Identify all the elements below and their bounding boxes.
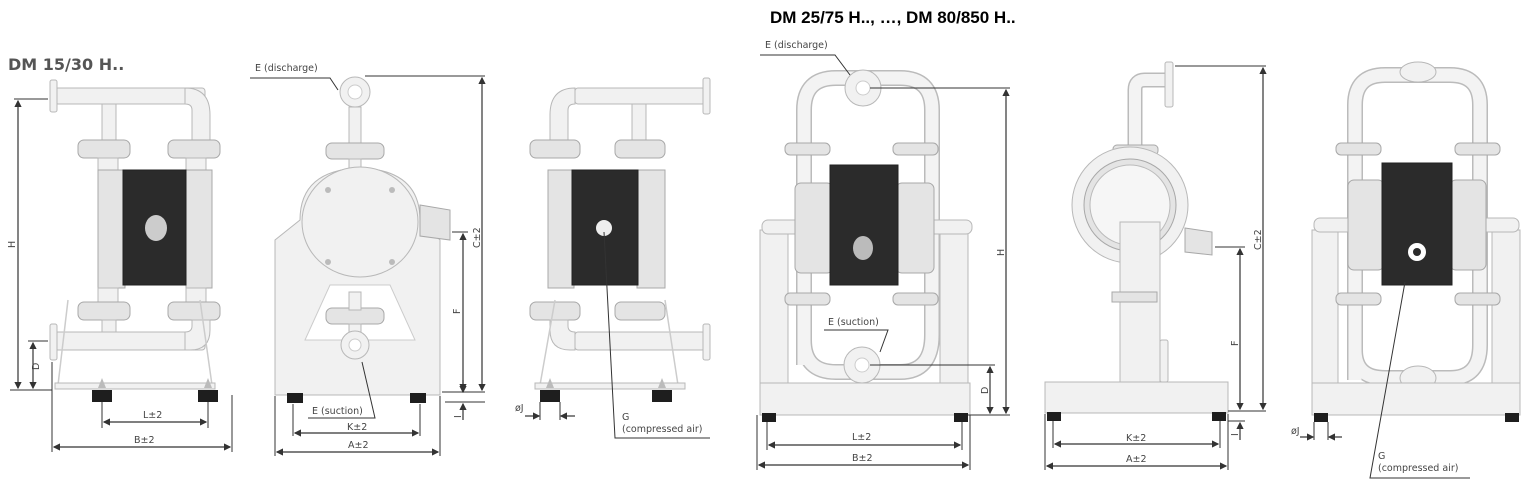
top-elbow: [184, 87, 211, 141]
small-side-dimensions: E (discharge) C±2 F I E (suction) K±2 A±…: [250, 63, 486, 456]
foot: [198, 390, 218, 402]
callout-discharge: E (discharge): [255, 63, 318, 74]
air-chamber: [122, 169, 187, 286]
large-front-dimensions: E (discharge) H E (suction) D L±2 B±2: [756, 40, 1010, 470]
top-pipe: [54, 87, 206, 105]
discharge-flange: [1164, 61, 1174, 108]
large-side-dimensions: C±2 F I K±2 A±2: [1044, 65, 1267, 470]
dim-a-label: A±2: [348, 440, 369, 451]
callout-g: G: [1378, 451, 1385, 462]
top-stub: [101, 103, 117, 145]
dim-l-label: L±2: [852, 432, 871, 443]
air-port: [145, 215, 167, 241]
small-pump-front-view: [49, 79, 221, 402]
dim-h-label: H: [7, 241, 18, 248]
air-port: [853, 236, 873, 260]
compressed-air-port: [596, 220, 612, 236]
dim-d-label: D: [980, 387, 991, 394]
bottom-pipe: [54, 331, 206, 351]
small-pump-side-view: [274, 76, 451, 403]
base-frame: [1044, 381, 1229, 414]
dim-c-label: C±2: [472, 227, 483, 248]
callout-discharge: E (discharge): [765, 40, 828, 51]
callout-suction: E (suction): [312, 406, 363, 417]
frame: [57, 299, 213, 386]
dim-f-label: F: [1230, 341, 1241, 346]
clamp: [167, 301, 221, 321]
callout-suction: E (suction): [828, 317, 879, 328]
foot: [287, 393, 303, 403]
dim-b-label: B±2: [852, 453, 873, 464]
dim-i-label: I: [1230, 433, 1241, 436]
large-pump-front-view: [759, 69, 973, 422]
dim-j-label: øJ: [515, 403, 524, 414]
side-housing: [97, 169, 126, 289]
foot: [762, 413, 776, 422]
dim-k-label: K±2: [347, 422, 367, 433]
title-dm-25-75-to-80-850: DM 25/75 H.., …, DM 80/850 H..: [770, 8, 1016, 27]
callout-g: G: [622, 412, 629, 423]
foot: [540, 390, 560, 402]
dim-c-label: C±2: [1253, 229, 1264, 250]
dim-l-label: L±2: [143, 410, 162, 421]
stand-column: [1119, 221, 1161, 386]
side-housing: [185, 169, 213, 289]
dim-f-label: F: [452, 309, 463, 314]
large-pump-rear-view: [1311, 61, 1521, 422]
dim-k-label: K±2: [1126, 433, 1146, 444]
callout-compressed-air: (compressed air): [622, 424, 702, 435]
dim-h-label: H: [996, 249, 1007, 256]
air-chamber: [829, 164, 899, 286]
top-flange: [49, 79, 58, 113]
dim-d-label: D: [31, 363, 42, 370]
clamp: [77, 139, 131, 159]
air-chamber: [1381, 162, 1453, 286]
dim-b-label: B±2: [134, 435, 155, 446]
foot: [652, 390, 672, 402]
callout-compressed-air: (compressed air): [1378, 463, 1458, 474]
stand-leg: [939, 229, 969, 391]
foot: [92, 390, 112, 402]
clamp: [167, 139, 221, 159]
stand-leg: [759, 229, 789, 391]
base-frame: [759, 382, 971, 416]
base-frame: [1311, 382, 1521, 416]
foot: [1047, 412, 1061, 421]
large-pump-side-view: [1044, 61, 1229, 421]
small-pump-rear-view: [529, 77, 711, 402]
dim-j-label: øJ: [1291, 426, 1300, 437]
dim-i-label: I: [453, 415, 464, 418]
foot: [954, 413, 968, 422]
foot: [1314, 413, 1328, 422]
title-dm-15-30: DM 15/30 H..: [8, 55, 124, 74]
small-front-dimensions: H D L±2 B±2: [7, 98, 233, 452]
small-rear-dimensions: øJ G (compressed air): [515, 231, 710, 439]
clamp: [77, 301, 131, 321]
foot: [410, 393, 426, 403]
dim-a-label: A±2: [1126, 454, 1147, 465]
foot: [1212, 412, 1226, 421]
bottom-flange: [49, 323, 58, 361]
foot: [1505, 413, 1519, 422]
large-rear-dimensions: øJ G (compressed air): [1291, 281, 1470, 479]
